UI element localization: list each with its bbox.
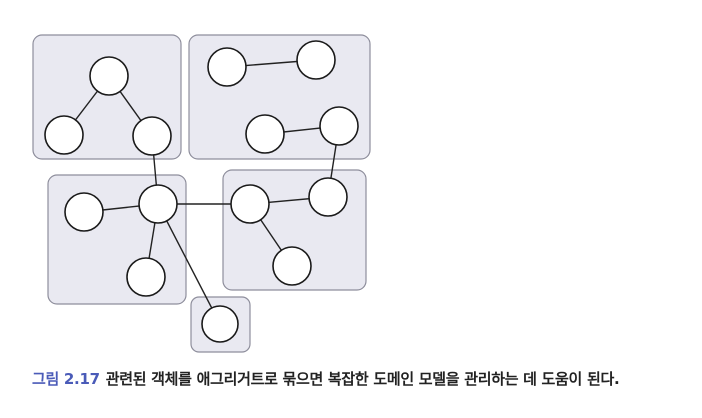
object-node — [230, 184, 270, 224]
object-node — [201, 305, 239, 343]
object-node — [207, 47, 247, 87]
aggregate-diagram — [32, 34, 371, 353]
figure-caption-text: 관련된 객체를 애그리거트로 묶으면 복잡한 도메인 모델을 관리하는 데 도움… — [105, 370, 620, 388]
object-node — [308, 177, 348, 217]
object-node — [245, 114, 285, 154]
figure-caption: 그림 2.17 관련된 객체를 애그리거트로 묶으면 복잡한 도메인 모델을 관리… — [32, 368, 620, 389]
object-node — [138, 184, 178, 224]
object-node — [296, 40, 336, 80]
edge — [157, 203, 221, 325]
object-node — [132, 116, 172, 156]
object-node — [89, 56, 129, 96]
object-node — [319, 106, 359, 146]
figure-label: 그림 2.17 — [32, 370, 100, 388]
object-node — [44, 115, 84, 155]
object-node — [64, 192, 104, 232]
object-node — [126, 257, 166, 297]
object-node — [272, 246, 312, 286]
